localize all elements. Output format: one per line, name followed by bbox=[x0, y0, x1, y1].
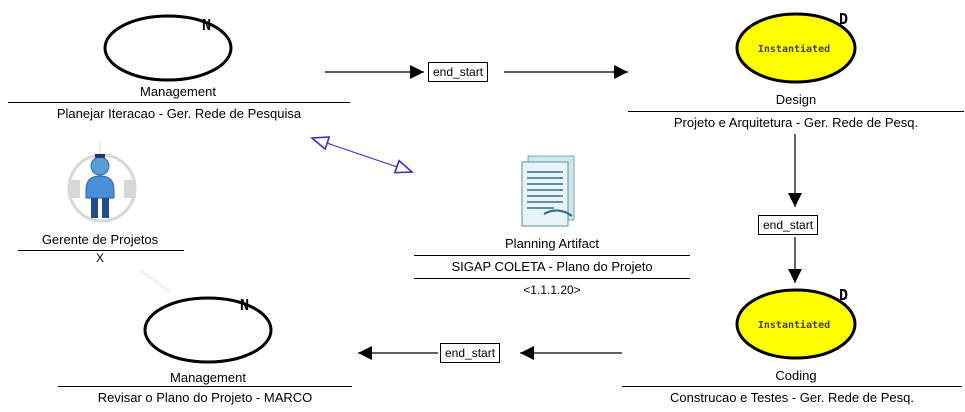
activity-type-label: Management bbox=[170, 370, 246, 385]
activity-type-label: Coding bbox=[775, 368, 817, 383]
activity-ellipse[interactable]: Instantiated D bbox=[728, 280, 878, 366]
connector-end-start-bottom[interactable]: end_start bbox=[440, 343, 501, 363]
connector-end-start-right[interactable]: end_start bbox=[758, 215, 819, 235]
artifact-name-label: SIGAP COLETA - Plano do Projeto bbox=[451, 259, 653, 274]
connector-end-start-top[interactable]: end_start bbox=[428, 62, 489, 82]
activity-badge: D bbox=[839, 10, 848, 28]
artifact-version-label: <1.1.1.20> bbox=[523, 283, 581, 297]
divider bbox=[622, 386, 962, 387]
activity-state: Instantiated bbox=[758, 43, 830, 55]
activity-type-label: Management bbox=[140, 84, 216, 99]
person-icon[interactable] bbox=[62, 150, 142, 226]
activity-name-label: Planejar Iteracao - Ger. Rede de Pesquis… bbox=[56, 106, 302, 121]
role-name-label: Gerente de Projetos bbox=[41, 232, 159, 247]
activity-type-label: Design bbox=[775, 92, 817, 107]
role-sub-label: X bbox=[95, 251, 104, 265]
activity-badge: D bbox=[839, 286, 848, 304]
divider bbox=[628, 111, 964, 112]
activity-state: Instantiated bbox=[758, 319, 830, 331]
divider bbox=[18, 250, 184, 251]
activity-name-label: Revisar o Plano do Projeto - MARCO bbox=[97, 390, 313, 405]
document-icon[interactable] bbox=[514, 150, 582, 230]
divider bbox=[414, 278, 690, 279]
activity-name-label: Construcao e Testes - Ger. Rede de Pesq. bbox=[669, 390, 914, 405]
divider bbox=[8, 102, 350, 103]
divider bbox=[58, 386, 352, 387]
divider bbox=[414, 255, 690, 256]
activity-ellipse[interactable]: N bbox=[138, 290, 288, 368]
activity-ellipse[interactable]: N bbox=[98, 8, 248, 86]
activity-badge: N bbox=[240, 296, 249, 314]
activity-ellipse[interactable]: Instantiated D bbox=[728, 4, 878, 90]
activity-badge: N bbox=[202, 16, 211, 34]
activity-name-label: Projeto e Arquitetura - Ger. Rede de Pes… bbox=[673, 115, 919, 130]
artifact-type-label: Planning Artifact bbox=[505, 236, 599, 251]
